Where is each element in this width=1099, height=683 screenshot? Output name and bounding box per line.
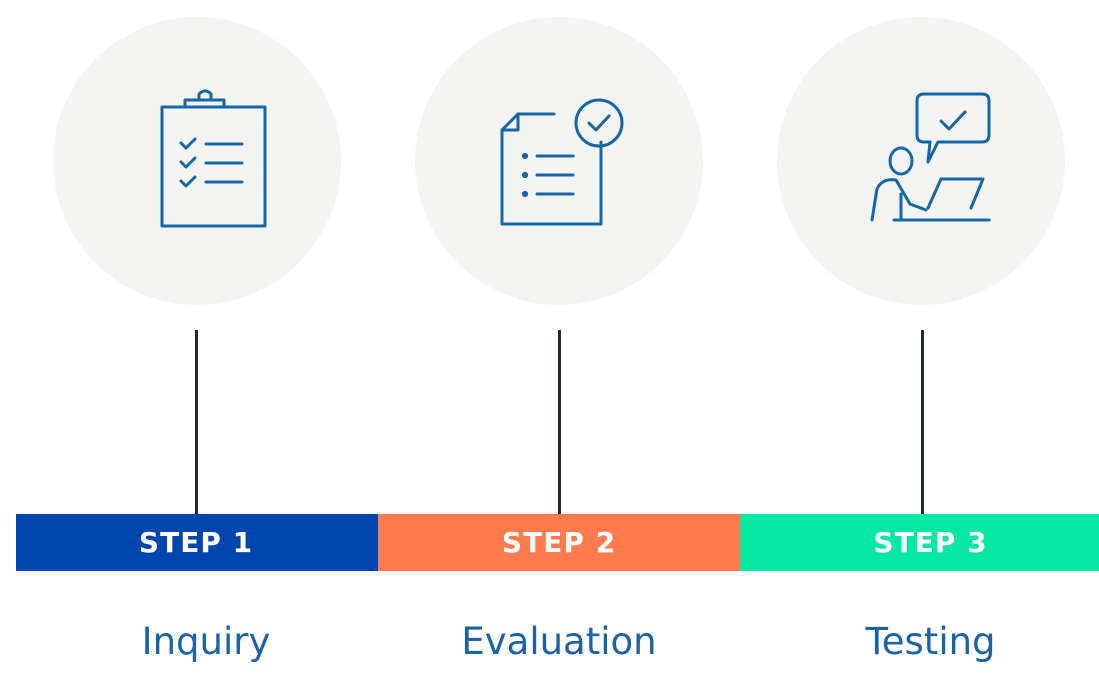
step-2-label: Evaluation (461, 620, 657, 663)
step-3-label: Testing (865, 620, 996, 663)
step-1-label: Inquiry (141, 620, 271, 663)
connector-line (921, 330, 924, 514)
icon-circle (53, 17, 341, 305)
clipboard-checklist-icon (160, 89, 267, 228)
icon-circle (415, 17, 703, 305)
step-2: STEP 2 Evaluation (378, 0, 740, 683)
step-2-badge: STEP 2 (501, 526, 617, 559)
step-1-bar: STEP 1 (16, 514, 378, 571)
person-laptop-approval-icon (870, 92, 991, 222)
document-checkmark-icon (500, 98, 624, 226)
step-3: STEP 3 Testing (740, 0, 1099, 683)
step-1-badge: STEP 1 (138, 526, 254, 559)
step-3-badge: STEP 3 (873, 526, 988, 559)
icon-circle (777, 17, 1065, 305)
step-3-bar: STEP 3 (740, 514, 1099, 571)
connector-line (558, 330, 561, 514)
step-1: STEP 1 Inquiry (16, 0, 378, 683)
step-2-bar: STEP 2 (378, 514, 740, 571)
connector-line (195, 330, 198, 514)
